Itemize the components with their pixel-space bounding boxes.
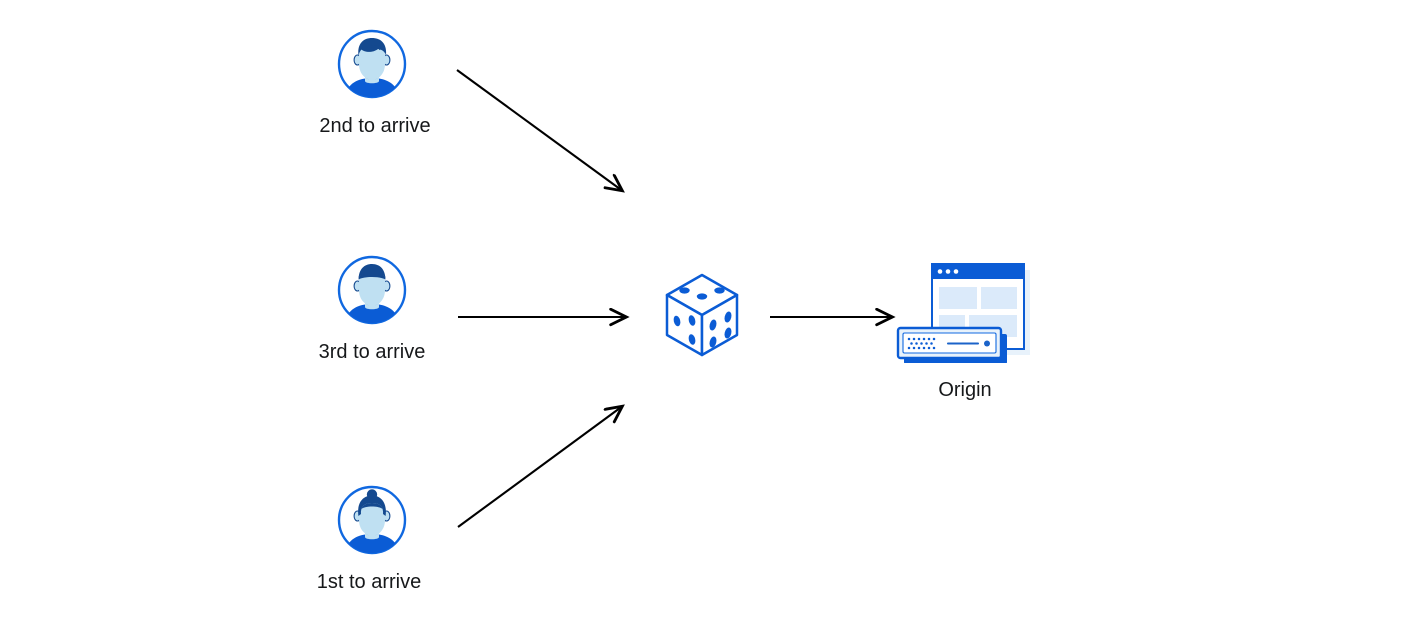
node-label-1st: 1st to arrive <box>316 571 422 593</box>
user-avatar-icon <box>336 484 408 556</box>
device-vent-grid <box>907 337 936 350</box>
origin-server-icon <box>894 258 1034 363</box>
dice-icon <box>661 271 743 361</box>
device-led <box>984 340 990 347</box>
browser-dots <box>937 269 959 274</box>
user-avatar-icon <box>336 254 408 326</box>
user-avatar-icon <box>336 28 408 100</box>
node-label-origin: Origin <box>938 379 992 401</box>
node-label-3rd: 3rd to arrive <box>318 341 426 363</box>
node-label-2nd: 2nd to arrive <box>319 115 431 137</box>
arrow-1st-to-dice <box>457 407 622 528</box>
